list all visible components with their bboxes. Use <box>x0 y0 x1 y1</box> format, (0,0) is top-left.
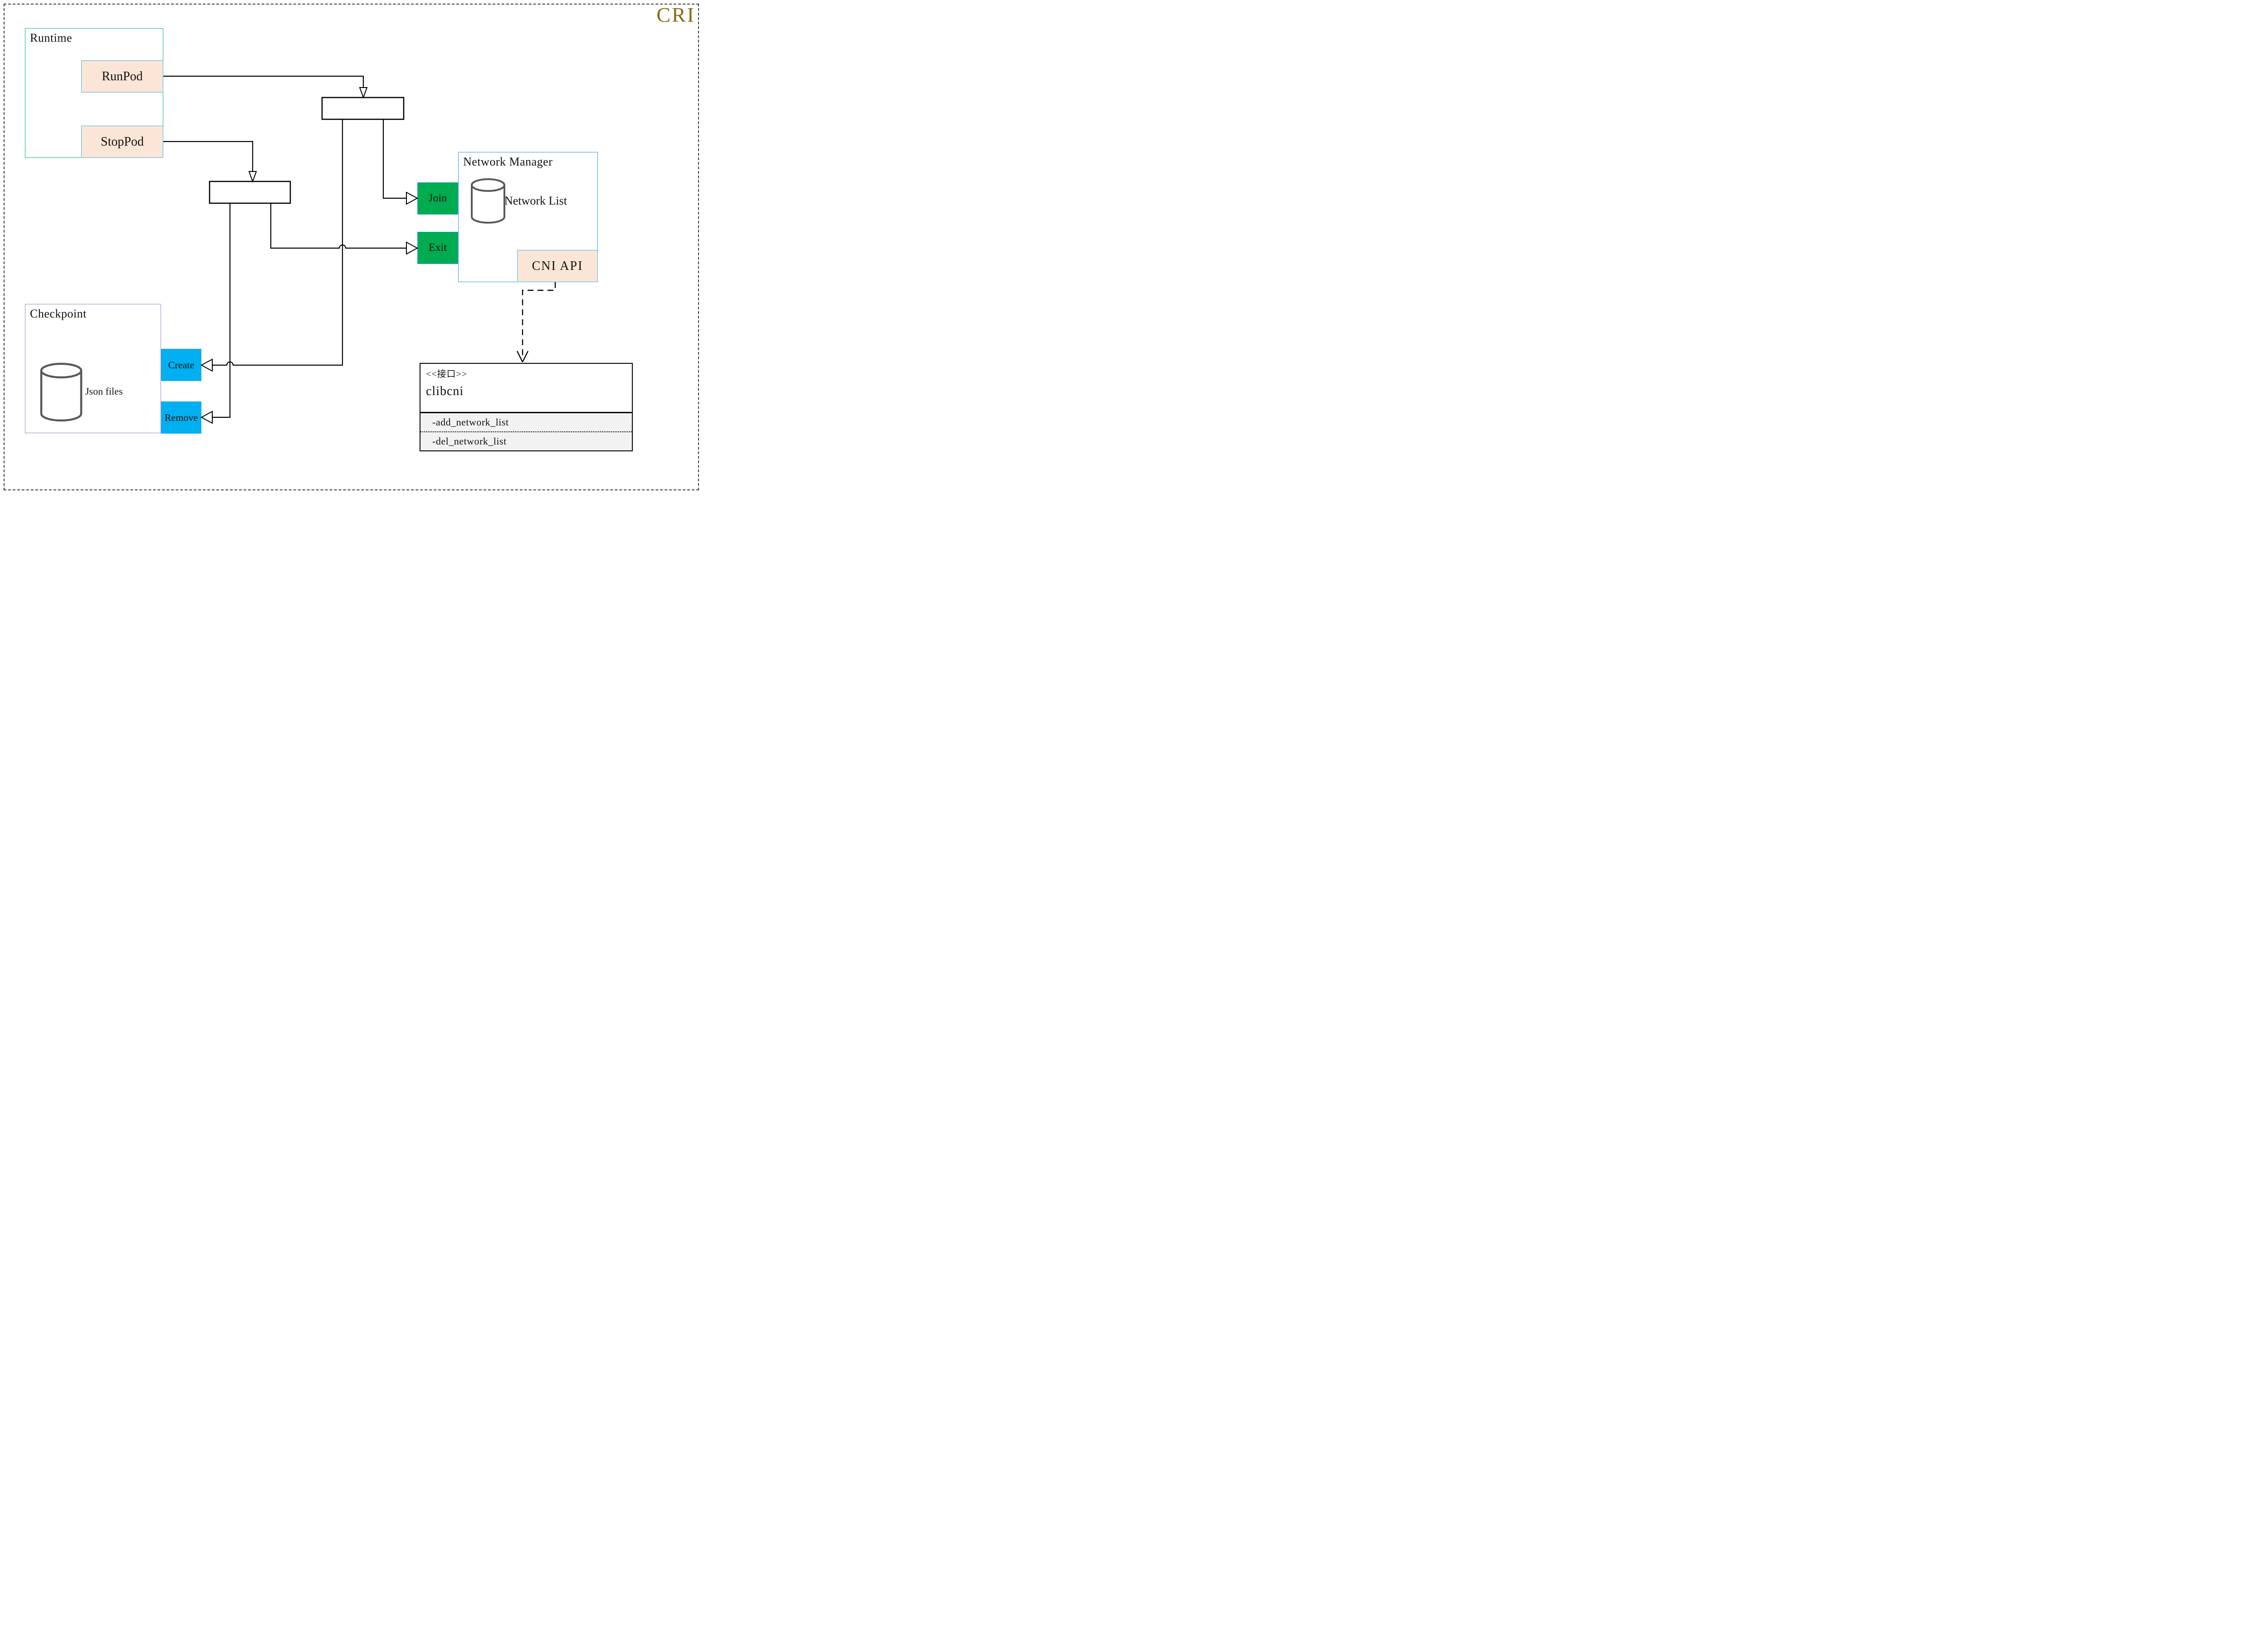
clibcni-interface-box: <<接口>> clibcni -add_network_list -del_ne… <box>420 363 633 451</box>
create-port: Create <box>161 349 201 381</box>
json-files-label: Json files <box>85 386 123 397</box>
exit-arrowhead-icon <box>406 241 419 255</box>
clibcni-methods-section: -add_network_list -del_network_list <box>420 413 632 450</box>
network-list-label: Network List <box>504 194 567 207</box>
clibcni-name: clibcni <box>426 384 464 398</box>
clibcni-method-divider <box>420 431 632 432</box>
create-arrowhead-icon <box>200 358 213 372</box>
stoppod-flow-line <box>163 141 254 171</box>
remove-port: Remove <box>161 401 201 434</box>
exit-flow-line <box>270 203 406 249</box>
cri-diagram: CRI Runtime RunPod StopPod Network Manag… <box>0 0 703 494</box>
clibcni-method-add: -add_network_list <box>432 416 509 428</box>
cni-dependency-arrowhead-icon <box>516 351 529 362</box>
runpod-port: RunPod <box>81 60 163 93</box>
remove-flow-line <box>212 203 231 418</box>
cni-api-port: CNI API <box>517 250 598 282</box>
cni-dependency-line <box>522 282 556 359</box>
clibcni-header: <<接口>> clibcni <box>420 364 632 413</box>
create-flow-line <box>212 119 343 366</box>
stoppod-arrowhead-icon <box>248 171 257 183</box>
network-manager-label: Network Manager <box>463 155 553 168</box>
join-port: Join <box>417 182 458 215</box>
checkpoint-box: Checkpoint <box>25 304 161 433</box>
exit-port: Exit <box>417 232 458 264</box>
clibcni-method-del: -del_network_list <box>432 435 507 447</box>
stoppod-bar <box>209 181 291 204</box>
runpod-flow-line <box>163 75 364 88</box>
runpod-arrowhead-icon <box>359 87 368 99</box>
stoppod-port: StopPod <box>81 126 163 158</box>
diagram-title: CRI <box>656 3 695 26</box>
runpod-bar <box>321 97 405 120</box>
join-flow-line <box>382 119 406 199</box>
join-arrowhead-icon <box>406 191 419 205</box>
remove-arrowhead-icon <box>200 411 213 424</box>
runtime-label: Runtime <box>30 31 73 44</box>
checkpoint-label: Checkpoint <box>30 307 87 320</box>
clibcni-stereotype: <<接口>> <box>426 369 468 379</box>
